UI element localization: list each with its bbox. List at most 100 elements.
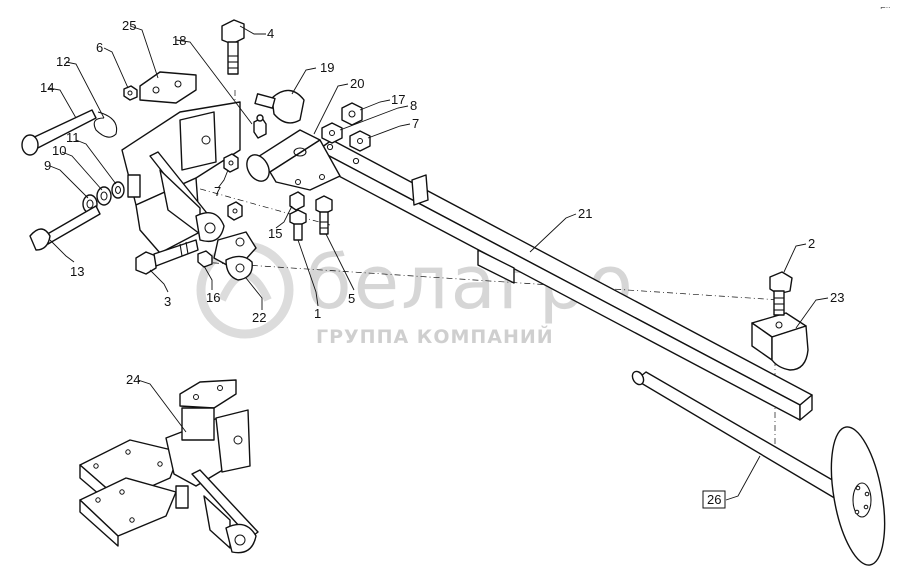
bolt4-shank [227, 41, 239, 75]
callout-25: 25 [122, 18, 136, 33]
bolt2-shank [773, 290, 785, 316]
clamp-hole [775, 321, 783, 329]
leader-11 [75, 139, 117, 185]
watermark: белагро ГРУППА КОМПАНИЙ [196, 240, 633, 348]
housing20-hole-1 [295, 179, 301, 185]
clamp-part-23 [751, 312, 809, 371]
callout-3: 3 [164, 294, 171, 309]
leader-2 [783, 243, 807, 273]
bracket-hole-1 [201, 135, 211, 145]
bracket-side-plate [179, 111, 217, 171]
leader-5 [325, 233, 355, 291]
leader-lines [47, 25, 829, 501]
nut16-body [197, 250, 213, 268]
leader-7-right [367, 123, 411, 139]
callout-18: 18 [172, 33, 186, 48]
leader-25 [129, 25, 159, 79]
assembly24-base-edge [79, 499, 119, 547]
nipple-part-18 [253, 114, 267, 139]
bracket-ear-hole-1 [152, 86, 160, 94]
cap19-body [271, 89, 305, 124]
nut-part-17 [341, 102, 363, 126]
leader-18 [175, 39, 253, 125]
leader-6 [103, 47, 129, 89]
center-line-main [199, 261, 781, 301]
bracket-ear-hole-2 [174, 80, 182, 88]
housing-part-20 [246, 129, 341, 191]
bolt15-head [289, 209, 307, 227]
leader-17 [359, 99, 391, 111]
bracket-spacer [127, 174, 141, 198]
callout-10: 10 [52, 143, 66, 158]
callout-7-left: 7 [214, 184, 221, 199]
bolt3-head [135, 251, 157, 275]
leader-12 [65, 61, 105, 119]
callout-24: 24 [126, 372, 140, 387]
assembly24-arm-web [203, 495, 231, 549]
clip-part-12 [93, 111, 118, 138]
bolt-part-5 [315, 195, 333, 235]
callout-19: 19 [320, 60, 334, 75]
callout-26: 26 [707, 492, 721, 507]
bolt15-nut [289, 191, 305, 211]
cap19-stem [254, 93, 276, 109]
leader-3 [149, 269, 169, 293]
assembly24-side-plate [215, 409, 251, 473]
bolt-part-4 [221, 19, 245, 75]
clevis22-hole-eye [235, 263, 245, 273]
leader-20 [313, 83, 349, 135]
callout-2: 2 [808, 236, 815, 251]
beam-hole-1 [326, 143, 334, 151]
bolt4-head [221, 19, 245, 45]
disc-hub [852, 482, 872, 518]
bolt15-shank [293, 223, 303, 241]
assembly24-arm [191, 469, 259, 539]
clamp-loop [771, 325, 809, 371]
leader-1 [297, 239, 319, 307]
housing20-tube-end [246, 154, 270, 182]
nut-part-7-left [223, 153, 243, 221]
pin14-ring [21, 134, 39, 156]
housing20-hole-2 [319, 174, 325, 180]
beam-hole-2 [352, 157, 360, 165]
callout-23: 23 [830, 290, 844, 305]
shaft-end [631, 370, 645, 386]
callout-21: 21 [578, 206, 592, 221]
callout-13: 13 [70, 264, 84, 279]
callout-6: 6 [96, 40, 103, 55]
nut-part-6 [123, 85, 138, 101]
clevis22-hole-top [235, 237, 245, 247]
disc-bolt-4 [854, 509, 860, 515]
leader-14 [47, 87, 77, 119]
bolt-part-3 [135, 239, 199, 275]
leader-19 [291, 67, 317, 95]
bolt2-head [769, 271, 793, 295]
bracket-part-25 [121, 71, 241, 254]
clevis-part-22 [213, 231, 257, 281]
callout-26-box [702, 490, 726, 509]
beam-part-21 [317, 139, 813, 421]
bolt5-head [315, 195, 333, 215]
leader-21 [529, 213, 577, 253]
disc-bolt-3 [863, 504, 869, 510]
bracket-arm-eye-hole [204, 222, 216, 234]
leader-16 [203, 265, 213, 290]
washers-9-10-11 [82, 181, 125, 214]
leader-13 [49, 239, 75, 263]
leader-4 [239, 25, 266, 35]
callout-9: 9 [44, 158, 51, 173]
callout-17: 17 [391, 92, 405, 107]
clip12-body [93, 111, 118, 138]
beam-clip-upper [411, 174, 429, 206]
callout-7-right: 7 [412, 116, 419, 131]
beam-clip-lower [477, 249, 515, 284]
callout-4: 4 [267, 26, 274, 41]
leader-10 [61, 151, 103, 191]
leader-9 [49, 165, 89, 199]
pin13-shank [43, 205, 101, 245]
callout-14: 14 [40, 80, 54, 95]
leader-7-left [217, 169, 229, 189]
assembly24-ear-web [181, 407, 215, 441]
cap-part-19 [254, 89, 305, 124]
